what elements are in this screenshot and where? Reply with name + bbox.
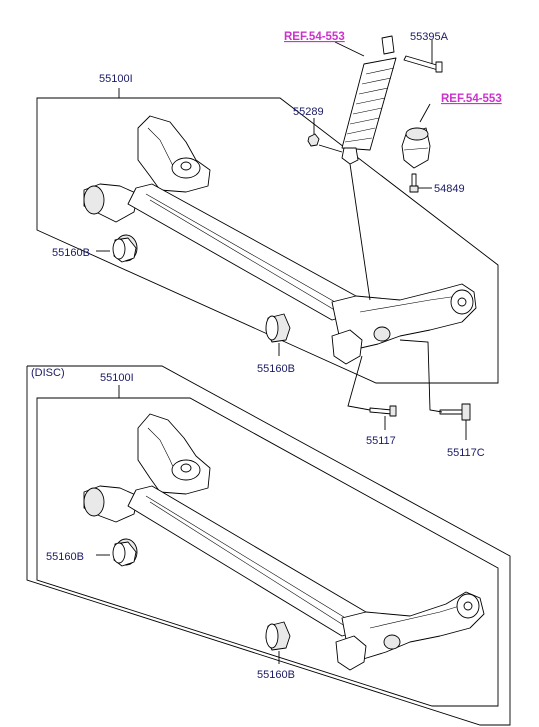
lower-assembly: (DISC) 55100I 55160B 55160B [26, 365, 511, 726]
part-55160B-right-label[interactable]: 55160B [257, 363, 295, 375]
leader-55289-to-shock [318, 144, 343, 153]
lower-left-bushing [112, 538, 138, 567]
lower-right-bushing [265, 621, 291, 651]
bolt-55117 [369, 405, 397, 417]
part-54849-label[interactable]: 54849 [434, 183, 465, 195]
lower-torsion-beam [83, 413, 485, 671]
bolt-54849 [409, 173, 419, 193]
upper-right-bushing [265, 313, 291, 343]
lower-part-55160B-right-label[interactable]: 55160B [257, 669, 295, 681]
leader-ref-bumper [419, 103, 431, 123]
upper-torsion-beam [83, 115, 477, 365]
upper-assembly: REF.54-553 55395A 55100I REF.54-553 5528… [36, 31, 502, 459]
variant-disc-label: (DISC) [31, 367, 65, 379]
leader-55117C [399, 339, 443, 413]
part-55117-label[interactable]: 55117 [366, 435, 396, 447]
part-55395A-label[interactable]: 55395A [410, 31, 449, 43]
upper-frame-outline [36, 97, 499, 384]
part-55117C-label[interactable]: 55117C [447, 447, 485, 459]
lower-part-55100I-label[interactable]: 55100I [100, 372, 134, 384]
lower-part-55160B-left-label[interactable]: 55160B [46, 551, 84, 563]
part-55160B-left-label[interactable]: 55160B [52, 247, 90, 259]
shock-absorber [341, 35, 397, 165]
upper-left-bushing [112, 234, 138, 263]
ref-shock-label[interactable]: REF.54-553 [284, 31, 345, 43]
leader-ref-shock [334, 41, 365, 57]
nut-55289 [307, 133, 320, 147]
lower-inner-frame [36, 397, 499, 707]
bump-stopper [401, 127, 431, 169]
lower-outer-frame [26, 365, 511, 726]
leader-55117 [347, 355, 371, 411]
part-55289-label[interactable]: 55289 [293, 106, 324, 118]
leader-shock-mount [349, 163, 371, 301]
bolt-55117C [439, 403, 471, 421]
bolt-55395A [403, 55, 443, 73]
part-55100I-label[interactable]: 55100I [99, 73, 133, 85]
ref-bumper-label[interactable]: REF.54-553 [441, 93, 502, 105]
